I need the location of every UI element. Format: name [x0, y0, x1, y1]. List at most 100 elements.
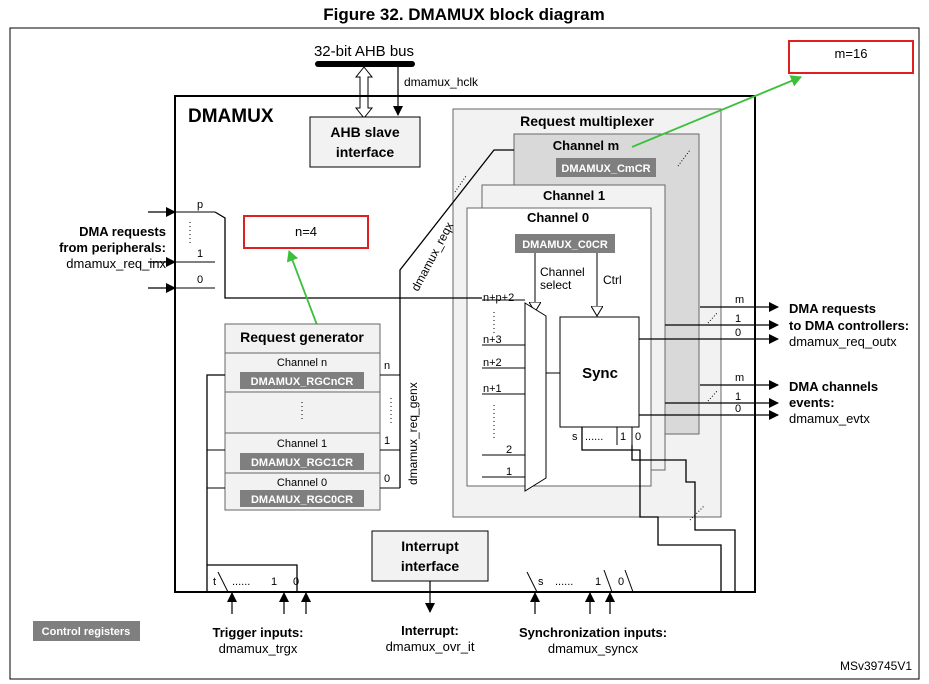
sync-idx-sep-0: [624, 569, 634, 593]
figure-title: Figure 32. DMAMUX block diagram: [323, 5, 605, 24]
req-in-idx-1: 1: [197, 248, 203, 260]
annot-n-label: n=4: [295, 224, 317, 239]
out-req-label1: DMA requests: [789, 301, 876, 316]
channel-m-register-label: DMAMUX_CmCR: [561, 163, 650, 175]
trigger-idx-0: 0: [293, 576, 299, 588]
out-req-signal: dmamux_req_outx: [789, 334, 897, 349]
req-in-idx-0: 0: [197, 274, 203, 286]
channel-1-label: Channel 1: [543, 188, 605, 203]
ahb-bus-label: 32-bit AHB bus: [314, 43, 414, 60]
mux-label-np2: n+p+2: [483, 292, 514, 304]
channel-m-label: Channel m: [553, 138, 619, 153]
request-multiplexer-title: Request multiplexer: [520, 113, 654, 129]
reqx-label: dmamux_reqx: [408, 220, 456, 294]
channel-0-register: [515, 234, 615, 253]
rg-out-idx-n: n: [384, 360, 390, 372]
request-generator-box: [224, 323, 381, 511]
rg-register-0-label: DMAMUX_RGC0CR: [251, 494, 353, 506]
annot-m-label: m=16: [835, 46, 868, 61]
trigger-inputs-signal: dmamux_trgx: [219, 641, 298, 656]
out-req-idx-0: 0: [735, 327, 741, 339]
rg-channel-n: Channel n: [277, 357, 327, 369]
interrupt-label: Interrupt:: [401, 623, 459, 638]
sync-idx-tick: [526, 571, 538, 593]
sync-in-1: 1: [620, 431, 626, 443]
annot-m-arrow: [631, 75, 802, 148]
rg-out-idx-0: 0: [384, 473, 390, 485]
dmamux-title: DMAMUX: [188, 106, 274, 127]
out-evt-label2: events:: [789, 395, 835, 410]
reqx-bus: [399, 149, 514, 375]
req-in-idx-p: p: [197, 199, 203, 211]
sync-box: [559, 316, 640, 428]
sync-idx-sep-1: [603, 569, 613, 593]
sync-inputs-label: Synchronization inputs:: [519, 625, 667, 640]
annot-m-box: [788, 40, 914, 74]
trigger-idx-tick: [217, 571, 229, 593]
sync-in-dots: ......: [585, 431, 603, 443]
channel-select-label1: Channel: [540, 265, 585, 279]
annot-n-box: [243, 215, 369, 249]
ahb-slave-line1: AHB slave: [330, 124, 399, 140]
out-evt-idx-m: m: [735, 372, 744, 384]
trigger-bus-h: [207, 564, 298, 592]
rg-channel-1: Channel 1: [277, 438, 327, 450]
trigger-idx-dots: ......: [232, 576, 250, 588]
out-req-idx-m: m: [735, 294, 744, 306]
sync-in-s: s: [572, 431, 578, 443]
req-genx-label: dmamux_req_genx: [406, 382, 420, 485]
out-req-idx-1: 1: [735, 313, 741, 325]
ahb-slave-line2: interface: [336, 144, 395, 160]
rg-out-idx-1: 1: [384, 435, 390, 447]
interrupt-interface-line2: interface: [401, 558, 460, 574]
rg-register-1: [240, 453, 364, 470]
ahb-slave-box: [309, 116, 421, 168]
figure-frame: [9, 27, 920, 680]
mux-label-2: 2: [506, 444, 512, 456]
dma-req-in-signal: dmamux_req_inx: [66, 256, 166, 271]
trigger-idx-1: 1: [271, 576, 277, 588]
rg-register-n: [240, 372, 364, 389]
sync-in-0: 0: [635, 431, 641, 443]
out-evt-label1: DMA channels: [789, 379, 878, 394]
rg-register-0: [240, 490, 364, 507]
sync-bus-dots: [689, 505, 705, 521]
mux-label-n1: n+1: [483, 383, 502, 395]
sync-inputs-signal: dmamux_syncx: [548, 641, 639, 656]
sync-idx-s: s: [538, 576, 544, 588]
channel-0-register-label: DMAMUX_C0CR: [522, 239, 608, 251]
figure-code: MSv39745V1: [840, 659, 912, 673]
multiplexer-shape: [524, 302, 547, 492]
out-evt-idx-1: 1: [735, 391, 741, 403]
out-req-dots: [707, 311, 719, 324]
out-evt-idx-0: 0: [735, 403, 741, 415]
rg-channel-0: Channel 0: [277, 477, 327, 489]
reqx-dots: [454, 175, 467, 193]
channel-m-register: [556, 158, 656, 177]
channel-select-label2: select: [540, 278, 572, 292]
channel-m-dots: [677, 149, 691, 167]
mux-label-n2: n+2: [483, 357, 502, 369]
interrupt-interface-box: [371, 530, 489, 582]
rg-register-n-label: DMAMUX_RGCnCR: [251, 376, 354, 388]
trigger-inputs-label: Trigger inputs:: [213, 625, 304, 640]
sync-idx-1: 1: [595, 576, 601, 588]
sync-label: Sync: [582, 365, 618, 382]
request-generator-title: Request generator: [240, 329, 364, 345]
trigger-idx-t: t: [213, 576, 216, 588]
dmamux-box: [174, 95, 756, 593]
mux-label-1: 1: [506, 466, 512, 478]
ctrl-label: Ctrl: [603, 273, 622, 287]
rg-register-1-label: DMAMUX_RGC1CR: [251, 457, 353, 469]
hclk-label: dmamux_hclk: [404, 75, 479, 89]
dma-req-in-label2: from peripherals:: [59, 240, 166, 255]
out-evt-dots: [707, 389, 719, 402]
sync-bus-route-2: [631, 445, 736, 592]
control-registers-legend: [33, 621, 140, 641]
channel-0-label: Channel 0: [527, 210, 589, 225]
sync-bus-route: [581, 427, 722, 592]
control-registers-label: Control registers: [42, 626, 131, 638]
req-in-bus: [214, 211, 482, 299]
out-evt-signal: dmamux_evtx: [789, 411, 870, 426]
